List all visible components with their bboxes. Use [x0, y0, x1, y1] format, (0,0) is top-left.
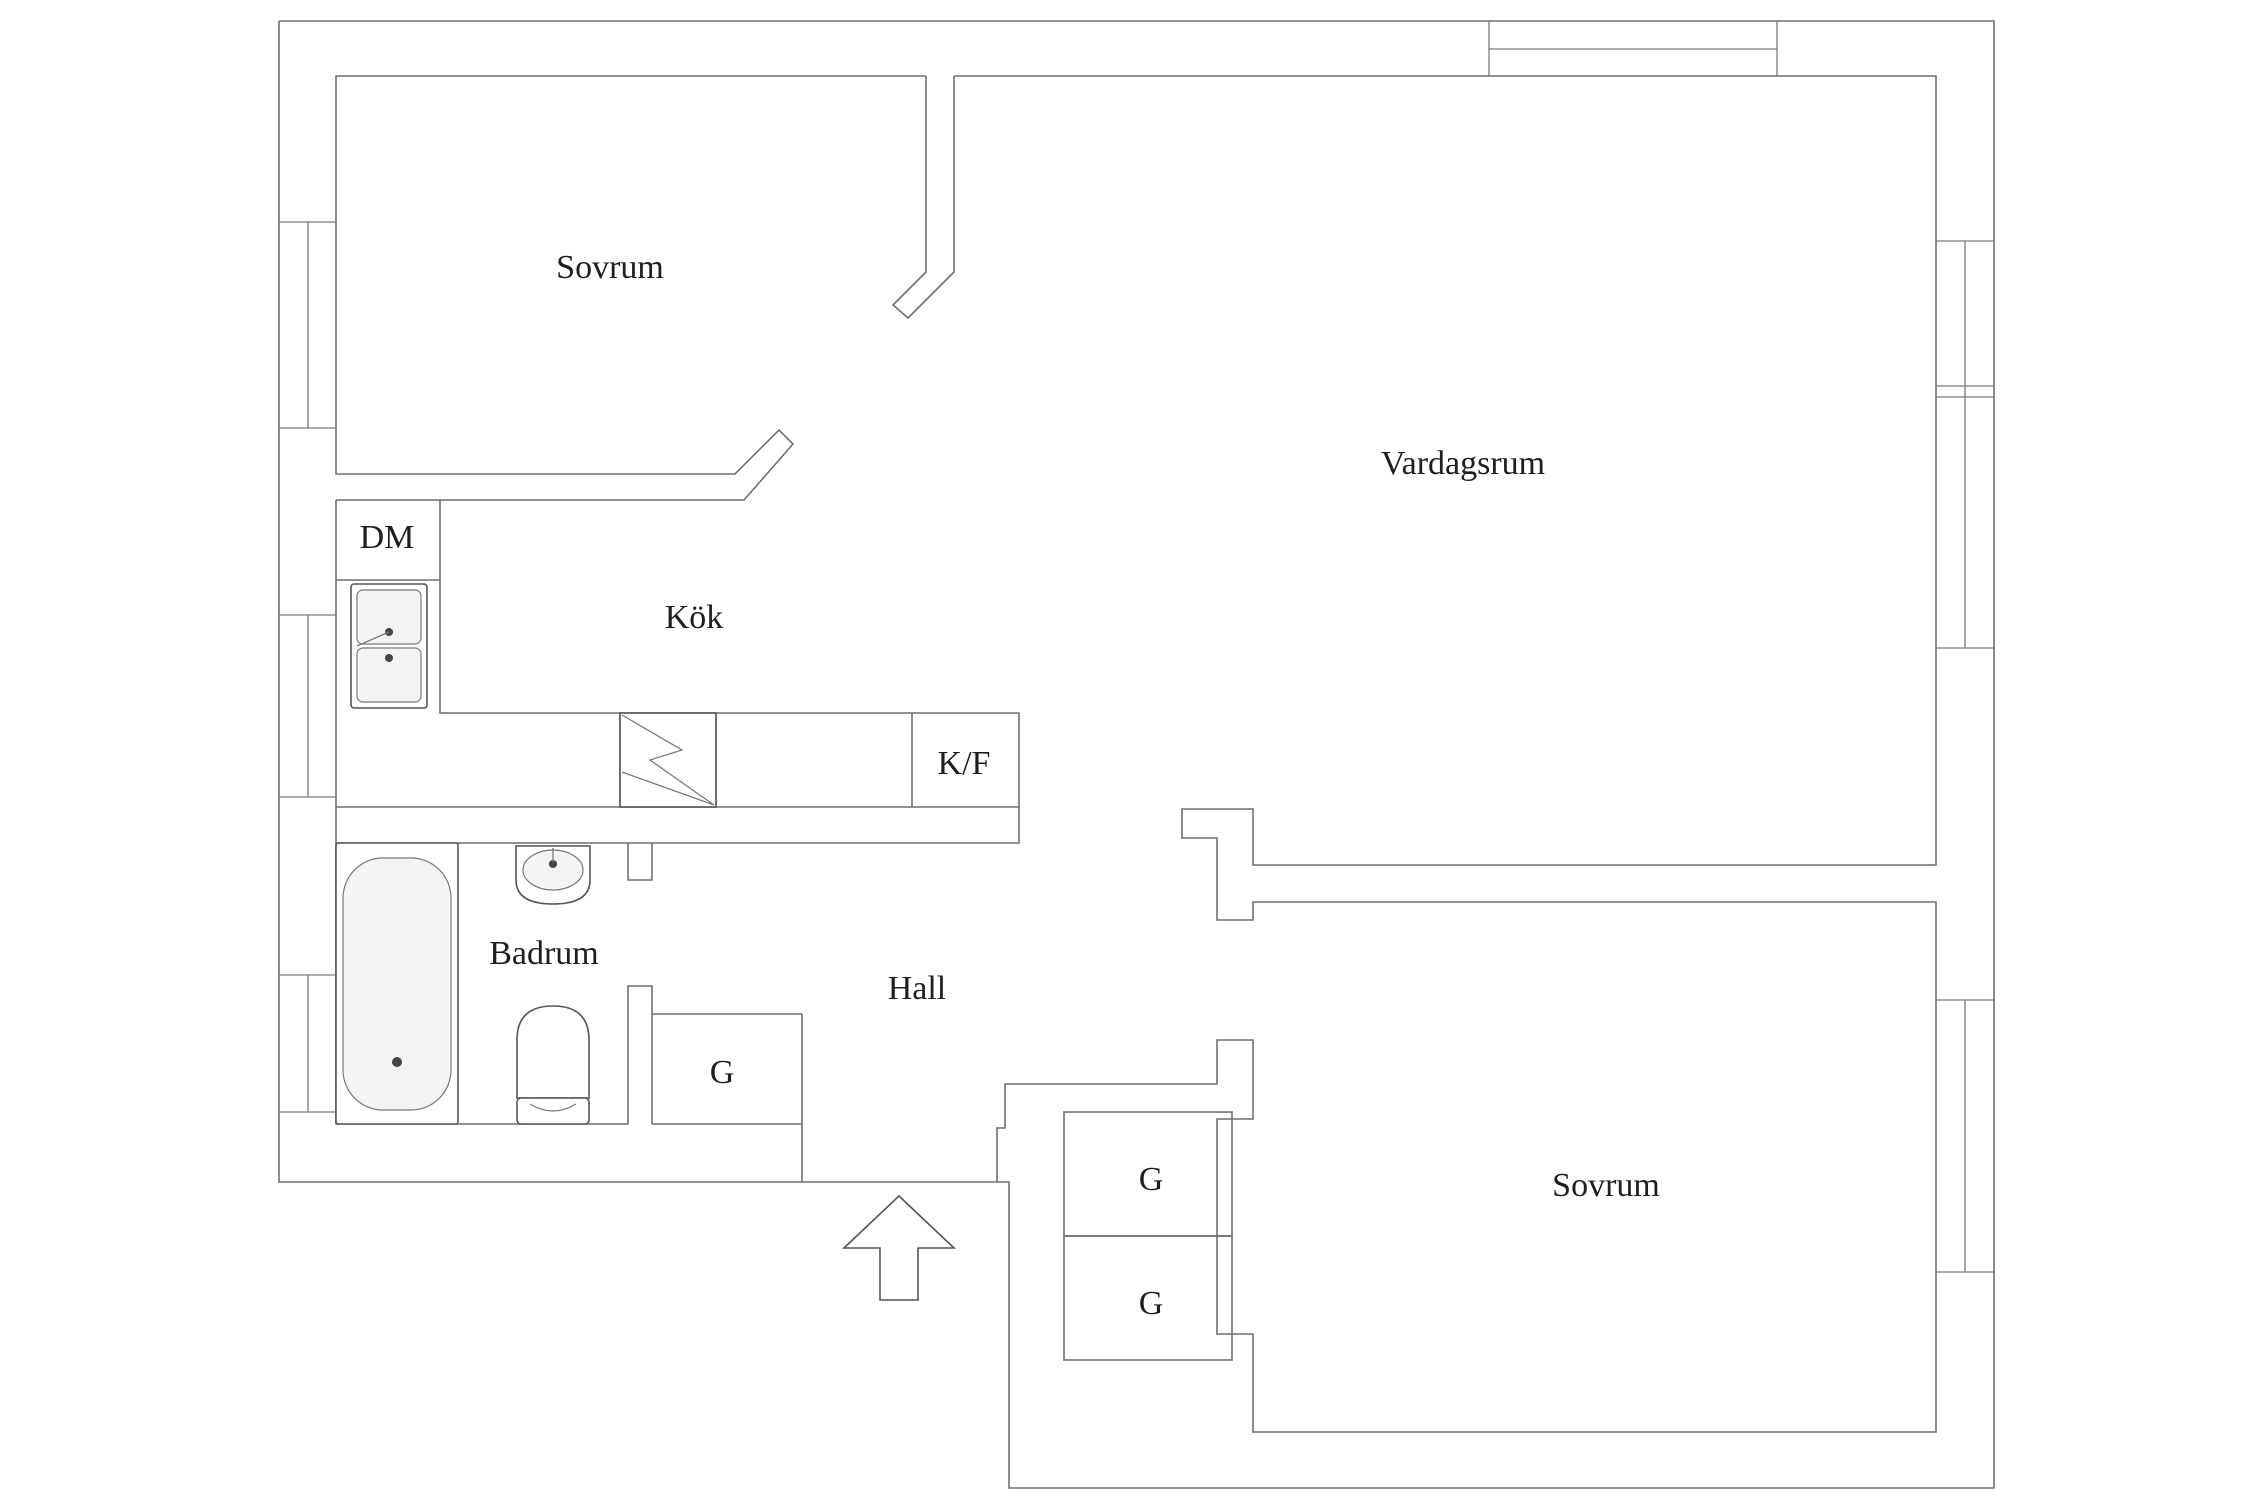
fixture-label-closet-hall: G — [710, 1054, 735, 1091]
stove-icon — [619, 712, 717, 808]
living-room-walls — [954, 75, 1937, 1433]
fixture-label-dishwasher: DM — [360, 519, 415, 556]
room-label-sovrum-bottom: Sovrum — [1552, 1167, 1660, 1204]
kitchen-walls — [335, 499, 1020, 881]
bathtub-icon — [335, 842, 459, 1125]
outer-walls — [278, 20, 1995, 1489]
room-label-vardagsrum: Vardagsrum — [1381, 445, 1545, 482]
room-label-badrum: Badrum — [489, 935, 599, 972]
kitchen-sink-icon — [350, 583, 428, 709]
room-label-hall: Hall — [888, 970, 947, 1007]
fixture-label-fridge-freezer: K/F — [938, 745, 991, 782]
bedroom-top-walls — [335, 75, 955, 501]
room-label-kok: Kök — [665, 599, 724, 636]
bedroom-closets — [1063, 1111, 1233, 1361]
toilet-icon — [516, 1005, 590, 1125]
fixture-label-closet-bedroom-1: G — [1139, 1161, 1164, 1198]
entrance-arrow-icon — [841, 1194, 957, 1301]
room-label-sovrum-top: Sovrum — [556, 249, 664, 286]
fixture-label-closet-bedroom-2: G — [1139, 1285, 1164, 1322]
washbasin-icon — [515, 845, 591, 905]
